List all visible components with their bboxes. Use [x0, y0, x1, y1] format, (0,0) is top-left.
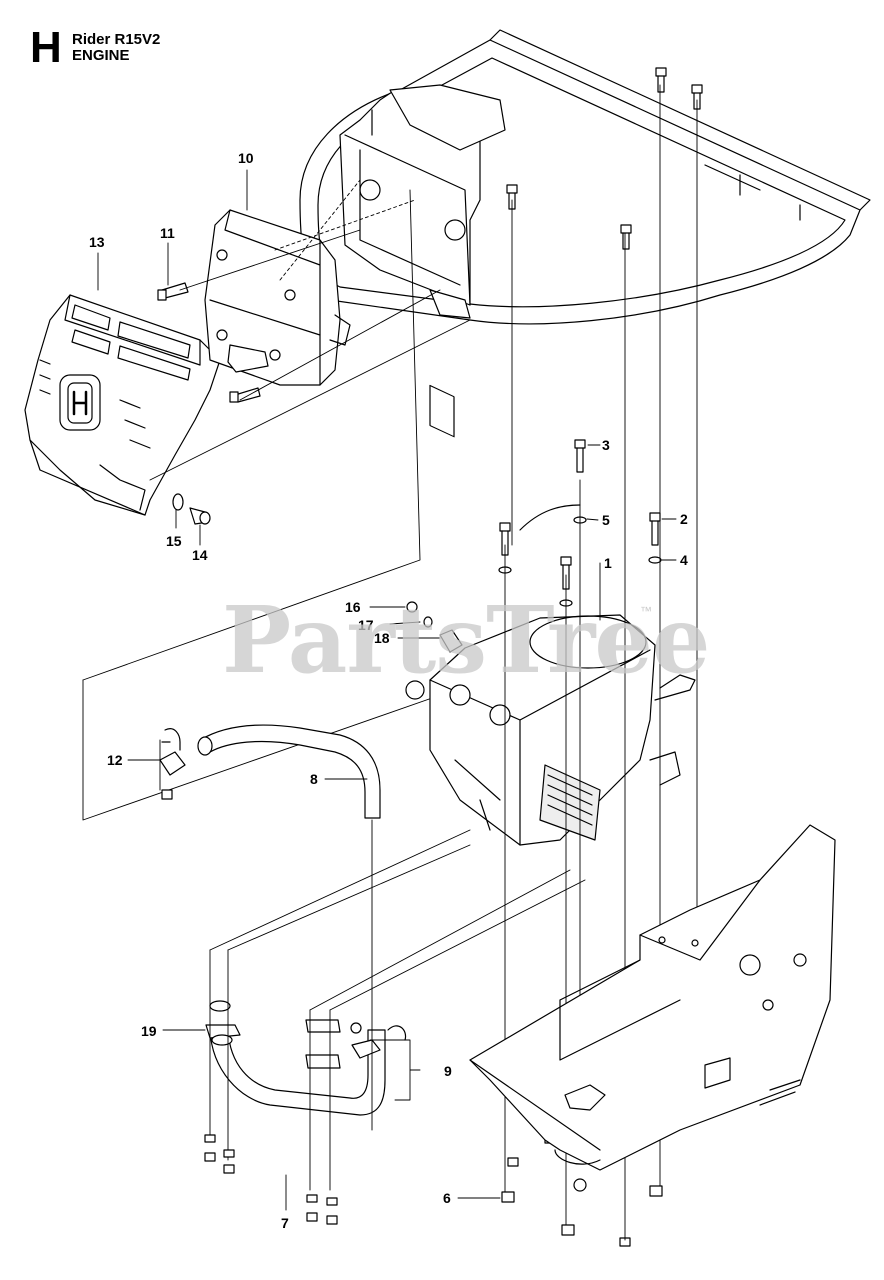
section-letter: H: [30, 23, 62, 72]
washer-17: [423, 616, 433, 628]
callout-4: 4: [680, 552, 688, 568]
callout-16: 16: [345, 599, 361, 615]
callout-13: 13: [89, 234, 105, 250]
bolt-lower-muffler: [229, 387, 261, 403]
callout-1: 1: [604, 555, 612, 571]
exhaust-pipe: [197, 724, 381, 819]
callout-14: 14: [192, 547, 208, 563]
washer-4: [648, 556, 662, 564]
callout-18: 18: [374, 630, 390, 646]
clamp-9: [350, 1022, 407, 1059]
partstree-watermark: PartsTree: [222, 586, 710, 694]
callout-19: 19: [141, 1023, 157, 1039]
plug-18: [439, 629, 463, 653]
bolt-11: [157, 282, 189, 301]
bolt-2: [649, 512, 661, 546]
section-name: ENGINE: [72, 47, 130, 64]
model-name: Rider R15V2: [72, 31, 161, 48]
top-screws: [506, 67, 703, 250]
muffler-guard: [24, 294, 221, 516]
washer-15: [172, 493, 184, 511]
bolt-3: [574, 439, 586, 473]
callout-15: 15: [166, 533, 182, 549]
callout-3: 3: [602, 437, 610, 453]
muffler: [204, 209, 351, 386]
callout-12: 12: [107, 752, 123, 768]
trademark-symbol: ™: [640, 604, 652, 618]
callout-11: 11: [160, 225, 175, 241]
nuts-bottom: [204, 1134, 663, 1247]
callout-2: 2: [680, 511, 688, 527]
bolt-14: [189, 507, 211, 525]
exhaust-manifold: [205, 1000, 386, 1116]
callout-labels: 1 2 3 4 5 6 7 8 9 10 11 12 13 14 15 16 1…: [89, 150, 688, 1231]
callout-8: 8: [310, 771, 318, 787]
callout-10: 10: [238, 150, 254, 166]
engine: [405, 614, 696, 846]
callout-17: 17: [358, 617, 374, 633]
callout-9: 9: [444, 1063, 452, 1079]
chassis-frame-bottom: [469, 824, 836, 1192]
fuel-line: [519, 504, 581, 531]
callout-5: 5: [602, 512, 610, 528]
fitting-16: [406, 601, 418, 613]
callout-leaders: [97, 169, 677, 1211]
callout-6: 6: [443, 1190, 451, 1206]
reference-lines-lower: [209, 819, 586, 1191]
title-block: Rider R15V2 ENGINE: [72, 32, 160, 64]
clamp-12: [159, 728, 186, 800]
callout-7: 7: [281, 1215, 289, 1231]
reference-lines-upper: [82, 179, 471, 821]
bolt-mid-engine: [559, 556, 573, 607]
